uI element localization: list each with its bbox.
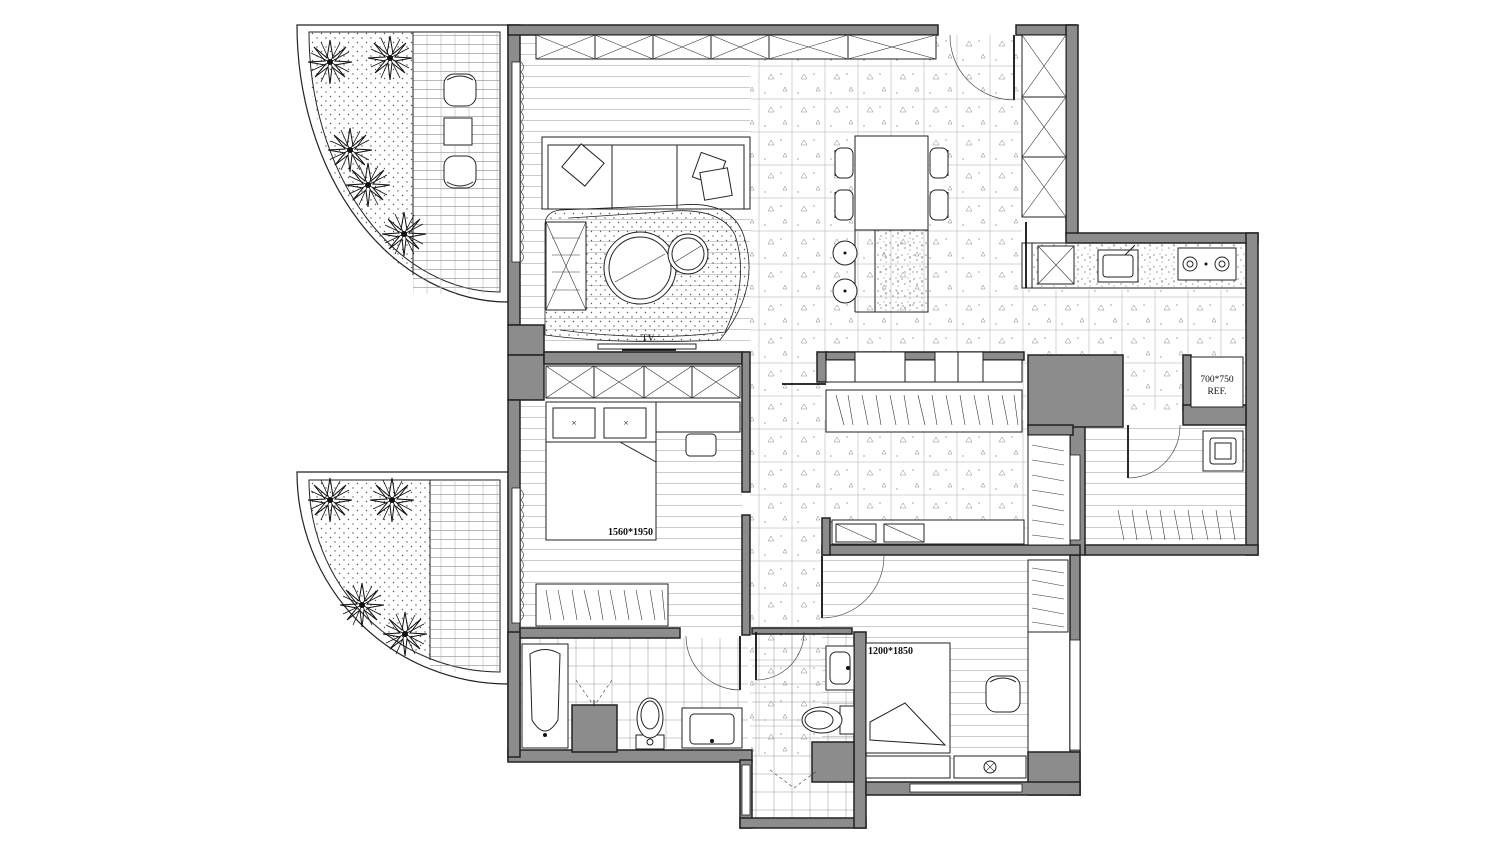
- tv-unit: TV: [597, 334, 697, 351]
- sink-icon: [1097, 244, 1139, 283]
- door-swing-icon: [685, 635, 741, 691]
- shower: [575, 679, 613, 707]
- sink-icon: [825, 645, 855, 691]
- kitchen-counter: [1025, 222, 1247, 289]
- sink-icon: [681, 707, 743, 749]
- tv-label: TV: [642, 334, 655, 344]
- bed-icon: × × 1560*1950: [545, 401, 657, 541]
- toilet-icon: [635, 697, 665, 750]
- sofa-icon: [541, 136, 751, 210]
- shower: [769, 769, 819, 789]
- second-bed-size-label: 1200*1850: [868, 646, 913, 657]
- bed-icon: 1200*1850: [865, 642, 951, 754]
- bedroom-wardrobe: [535, 583, 669, 627]
- chair-icon: [443, 73, 477, 189]
- coffee-table: [603, 231, 709, 305]
- dining-table: [854, 135, 929, 313]
- bathtub-icon: [521, 643, 569, 749]
- toilet-icon: [801, 705, 855, 735]
- bar-stool: [832, 240, 858, 304]
- balcony-bottom: [296, 471, 509, 685]
- hall-cabinets: [782, 351, 1023, 433]
- fridge-label: REF.: [1207, 387, 1226, 397]
- stove-icon: [1177, 247, 1237, 281]
- fridge: 700*750 REF.: [1190, 356, 1244, 408]
- top-cabinets: [535, 34, 937, 60]
- chair-icon: [834, 147, 949, 221]
- chair-icon: [985, 675, 1021, 713]
- hall-lower-cabinets: [831, 434, 1071, 546]
- entry-cabinets: [1021, 34, 1067, 218]
- door-swing-icon: [949, 34, 1015, 101]
- nightstand: [865, 755, 1027, 779]
- fridge-size-label: 700*750: [1200, 375, 1234, 385]
- door-swing-icon: [1127, 424, 1181, 479]
- svg-text:×: ×: [571, 419, 576, 429]
- door-swing-icon: [821, 555, 885, 619]
- desk: [655, 401, 741, 457]
- master-bed-size-label: 1560*1950: [608, 527, 653, 538]
- balcony-top: [296, 24, 509, 303]
- washer: [1202, 430, 1244, 472]
- laundry-wardrobe: [1117, 509, 1236, 541]
- ottoman: [545, 221, 587, 311]
- bedroom-top-cabinets: [545, 365, 741, 399]
- door-swing-icon: [755, 631, 805, 681]
- second-bedroom-wardrobe: [1027, 559, 1069, 755]
- svg-text:×: ×: [623, 419, 628, 429]
